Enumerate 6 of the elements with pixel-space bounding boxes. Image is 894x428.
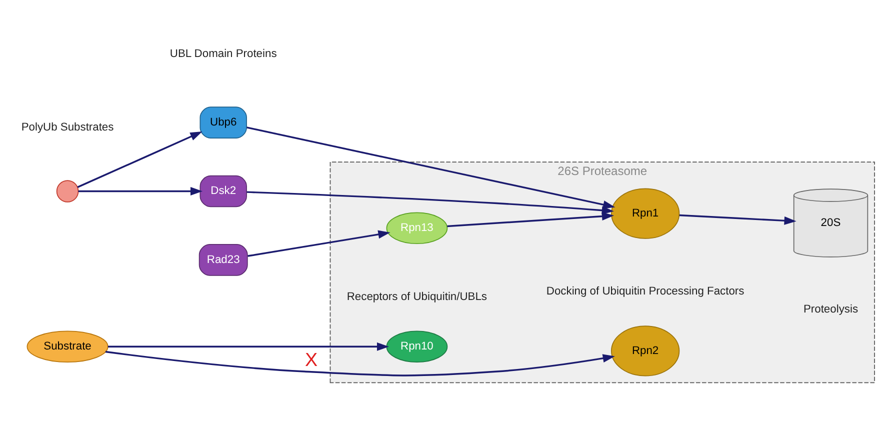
label: Receptors of Ubiquitin/UBLs (346, 290, 488, 303)
label: Proteolysis (803, 304, 858, 316)
edge-label: X (305, 350, 318, 372)
label: PolyUb Substrates (21, 122, 114, 134)
label: Docking of Ubiquitin Processing Factors (546, 286, 744, 298)
label: UBL Domain Proteins (170, 48, 277, 60)
